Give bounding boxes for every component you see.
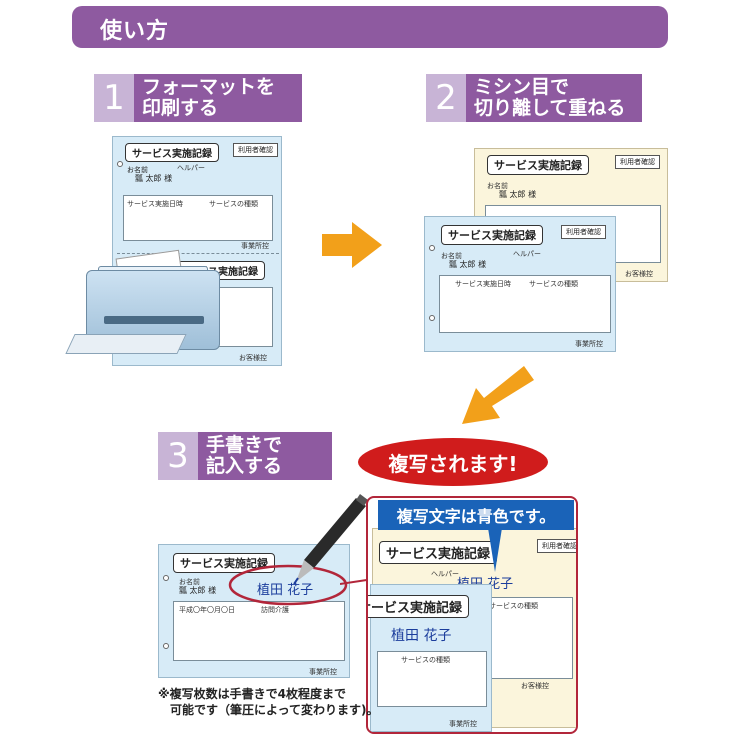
zoom-service-type: サービスの種類 (489, 602, 538, 610)
step-2-text: ミシン目で 切り離して重ねる (466, 74, 642, 122)
punch-hole (163, 643, 169, 649)
page-title: 使い方 (100, 19, 170, 44)
helper-label: ヘルパー (177, 164, 205, 172)
step-3-text: 手書きで 記入する (198, 432, 332, 480)
zoom-detail-frame: サービス実施記録 利用者確認 ヘルパー 植田 花子 サービスの種類 お客様控 サ… (366, 496, 578, 734)
client-label-blue: お名前 (441, 252, 462, 260)
client-label-yellow: お名前 (487, 182, 508, 190)
zoom-blue-service-type: サービスの種類 (401, 656, 450, 664)
arrow-down-left-icon (462, 366, 534, 424)
step-1-label: 1 フォーマットを 印刷する (94, 74, 302, 122)
confirm-stamp-blue: 利用者確認 (561, 225, 606, 239)
helper-label-blue: ヘルパー (513, 250, 541, 258)
client-label: お名前 (127, 166, 148, 174)
office-copy-sheet: サービス実施記録 利用者確認 お名前 瓢 太郎 様 ヘルパー サービス実施日時 … (424, 216, 616, 352)
zoom-blue-office: 事業所控 (449, 720, 477, 728)
client-name-yellow: 瓢 太郎 様 (499, 190, 537, 199)
punch-hole (429, 245, 435, 251)
printer-tray (65, 334, 187, 354)
header-bar: 使い方 (72, 6, 668, 48)
footnote: ※複写枚数は手書きで4枚程度まで 可能です（筆圧によって変わります)。 (158, 687, 379, 717)
step-1-text: フォーマットを 印刷する (134, 74, 302, 122)
office-copy-blue: 事業所控 (575, 340, 603, 348)
punch-hole (117, 161, 123, 167)
form-table-blue (439, 275, 611, 333)
step-2-number: 2 (426, 74, 466, 122)
step-3-label: 3 手書きで 記入する (158, 432, 332, 480)
zoom-blue-sheet: サービス実施記録 植田 花子 サービスの種類 事業所控 (368, 584, 492, 732)
office-copy-step3: 事業所控 (309, 668, 337, 676)
office-copy-label: 事業所控 (241, 242, 269, 250)
zoom-form-title: サービス実施記録 (379, 541, 498, 564)
service-date-blue: サービス実施日時 (455, 280, 511, 288)
client-name-step3: 瓢 太郎 様 (179, 586, 217, 595)
zoom-stamp: 利用者確認 (537, 539, 576, 553)
service-type-blue: サービスの種類 (529, 280, 578, 288)
service-date-label: サービス実施日時 (127, 200, 183, 208)
client-name: 瓢 太郎 様 (135, 174, 173, 183)
visit-label: 訪問介護 (261, 606, 289, 614)
perforation-line (117, 253, 279, 254)
form-title-step3: サービス実施記録 (173, 553, 275, 573)
step-3-number: 3 (158, 432, 198, 480)
zoom-table (485, 597, 573, 679)
punch-hole (429, 315, 435, 321)
zoom-blue-handwritten-name: 植田 花子 (391, 628, 452, 644)
service-type-label: サービスの種類 (209, 200, 258, 208)
customer-copy-label: お客様控 (239, 354, 267, 362)
pen-icon (293, 494, 368, 584)
form-table (123, 195, 273, 241)
zoom-helper-label: ヘルパー (431, 570, 459, 578)
blue-copy-callout: 複写文字は青色です。 (378, 500, 574, 530)
handwritten-name: 植田 花子 (257, 583, 314, 598)
confirm-stamp: 利用者確認 (233, 143, 278, 157)
punch-hole (163, 575, 169, 581)
form-title-blue: サービス実施記録 (441, 225, 543, 245)
confirm-stamp-yellow: 利用者確認 (615, 155, 660, 169)
highlight-ellipse (228, 564, 348, 606)
zoom-blue-table (377, 651, 487, 707)
form-title-yellow: サービス実施記録 (487, 155, 589, 175)
step-1-number: 1 (94, 74, 134, 122)
copy-badge: 複写されます! (358, 438, 548, 486)
step-2-label: 2 ミシン目で 切り離して重ねる (426, 74, 642, 122)
handwritten-form-sheet: サービス実施記録 お名前 瓢 太郎 様 植田 花子 平成〇年〇月〇日 訪問介護 … (158, 544, 350, 678)
zoom-blue-title: サービス実施記録 (368, 595, 470, 618)
arrow-right-icon (322, 222, 382, 268)
client-name-blue: 瓢 太郎 様 (449, 260, 487, 269)
callout-pointer (488, 528, 502, 572)
form-title: サービス実施記録 (125, 143, 219, 162)
client-label-step3: お名前 (179, 578, 200, 586)
customer-copy-yellow: お客様控 (625, 270, 653, 278)
date-example: 平成〇年〇月〇日 (179, 606, 235, 614)
printer-slot (104, 316, 204, 324)
zoom-customer-copy: お客様控 (521, 682, 549, 690)
